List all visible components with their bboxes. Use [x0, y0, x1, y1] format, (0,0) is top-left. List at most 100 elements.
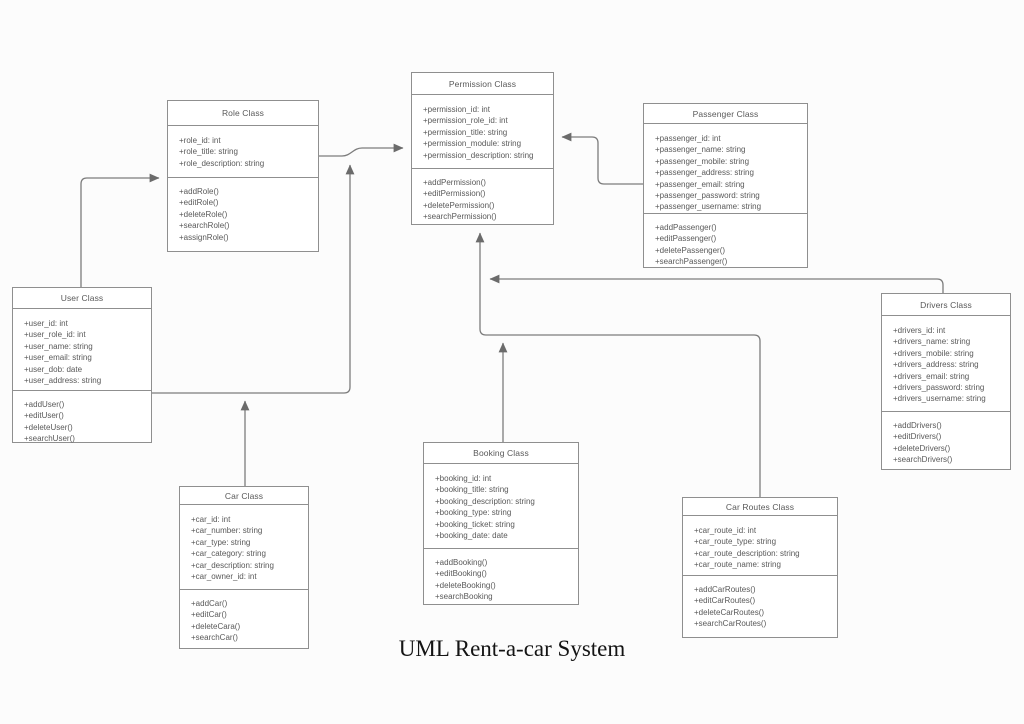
member-line: +editPassenger(): [655, 234, 717, 244]
connector-user-role: [80, 173, 160, 287]
class-box-carroutes[interactable]: Car Routes Class +car_route_id: int+car_…: [682, 497, 838, 638]
class-methods: +addDrivers() +editDrivers()+deleteDriver…: [882, 412, 1010, 469]
class-box-passenger[interactable]: Passenger Class +passenger_id: int +passe…: [643, 103, 808, 268]
class-methods: +addPermission() +editPermission()+delete…: [412, 169, 553, 224]
member-line: +addDrivers(): [893, 421, 942, 430]
member-line: +searchCarRoutes(): [694, 619, 767, 629]
member-line: +passenger_email: string: [655, 179, 745, 189]
class-title: User Class: [13, 288, 151, 309]
class-box-booking[interactable]: Booking Class +booking_id: int+booking_t…: [423, 442, 579, 605]
member-line: +editPermission(): [423, 189, 486, 199]
class-title: Booking Class: [424, 443, 578, 464]
member-line: +booking_id: int: [435, 474, 492, 483]
member-line: +deleteRole(): [179, 209, 228, 219]
member-line: +user_email: string: [24, 353, 92, 363]
class-methods: +addUser()+editUser()+deleteUser()+searc…: [13, 391, 151, 445]
class-title: Role Class: [168, 101, 318, 126]
member-line: +car_description: string: [191, 560, 274, 570]
class-attributes: +booking_id: int+booking_title: string+b…: [424, 464, 578, 549]
class-methods: +addRole()+editRole()+deleteRole()+searc…: [168, 178, 318, 251]
member-line: +passenger_address: string: [655, 168, 754, 178]
member-line: +assignRole(): [179, 232, 229, 242]
connector-passenger-permission: [561, 132, 643, 185]
class-attributes: +car_id: int +car_number: string+car_type…: [180, 505, 308, 590]
class-attributes: +car_route_id: int +car_route_type: strin…: [683, 516, 837, 576]
member-line: +booking_type: string: [435, 508, 512, 518]
member-line: +car_route_id: int: [694, 526, 757, 535]
member-line: +car_route_type: string: [694, 537, 777, 547]
class-attributes: +permission_id: int+permission_role_id: …: [412, 95, 553, 169]
member-line: +searchCar(): [191, 633, 238, 643]
member-line: +user_dob: date: [24, 364, 83, 374]
member-line: +car_category: string: [191, 549, 266, 559]
class-title: Car Class: [180, 487, 308, 505]
member-line: +drivers_email: string: [893, 371, 970, 381]
member-line: +deleteBooking(): [435, 580, 496, 590]
member-line: +editRole(): [179, 198, 219, 208]
member-line: +deletePassenger(): [655, 245, 726, 255]
member-line: +passenger_name: string: [655, 145, 746, 155]
member-line: +editDrivers(): [893, 432, 942, 442]
class-box-car[interactable]: Car Class +car_id: int +car_number: strin…: [179, 486, 309, 649]
member-line: +permission_module: string: [423, 139, 522, 149]
class-attributes: +drivers_id: int+drivers_name: string+dr…: [882, 316, 1010, 412]
class-title: Permission Class: [412, 73, 553, 95]
member-line: +searchBooking: [435, 592, 493, 602]
member-line: +editUser(): [24, 411, 64, 421]
member-line: +permission_description: string: [423, 150, 534, 160]
member-line: +editBooking(): [435, 569, 487, 579]
class-methods: +addPassenger() +editPassenger()+deletePa…: [644, 214, 807, 268]
member-line: +permission_title: string: [423, 127, 508, 137]
member-line: +booking_description: string: [435, 496, 535, 506]
class-title: Drivers Class: [882, 294, 1010, 316]
member-line: +searchPermission(): [423, 212, 497, 222]
member-line: +user_address: string: [24, 376, 102, 386]
member-line: +passenger_username: string: [655, 202, 762, 212]
member-line: +addCar(): [191, 599, 228, 608]
member-line: +editCar(): [191, 610, 227, 620]
class-box-role[interactable]: Role Class +role_id: int +role_title: str…: [167, 100, 319, 252]
member-line: +drivers_id: int: [893, 326, 946, 335]
member-line: +deleteDrivers(): [893, 443, 951, 453]
member-line: +car_route_description: string: [694, 548, 800, 558]
member-line: +user_id: int: [24, 319, 68, 328]
class-title: Passenger Class: [644, 104, 807, 124]
member-line: +drivers_password: string: [893, 383, 985, 393]
class-box-permission[interactable]: Permission Class +permission_id: int+per…: [411, 72, 554, 225]
member-line: +deleteCara(): [191, 621, 241, 631]
member-line: +role_description: string: [179, 158, 265, 168]
member-line: +booking_date: date: [435, 531, 508, 541]
member-line: +role_id: int: [179, 136, 221, 145]
member-line: +passenger_password: string: [655, 191, 760, 201]
class-box-drivers[interactable]: Drivers Class +drivers_id: int+drivers_n…: [881, 293, 1011, 470]
member-line: +addRole(): [179, 187, 219, 196]
member-line: +car_number: string: [191, 526, 263, 536]
member-line: +addCarRoutes(): [694, 585, 756, 594]
member-line: +passenger_mobile: string: [655, 156, 750, 166]
member-line: +car_route_name: string: [694, 560, 781, 570]
class-box-user[interactable]: User Class +user_id: int +user_role_id: i…: [12, 287, 152, 443]
class-methods: +addBooking()+editBooking()+deleteBookin…: [424, 549, 578, 604]
member-line: +drivers_username: string: [893, 394, 986, 404]
member-line: +role_title: string: [179, 147, 238, 157]
member-line: +editCarRoutes(): [694, 596, 756, 606]
member-line: +addPermission(): [423, 178, 486, 187]
member-line: +drivers_address: string: [893, 360, 979, 370]
member-line: +car_id: int: [191, 515, 231, 524]
member-line: +deleteCarRoutes(): [694, 607, 765, 617]
class-attributes: +user_id: int +user_role_id: int+user_nam…: [13, 309, 151, 391]
diagram-caption: UML Rent-a-car System: [398, 636, 626, 661]
class-methods: +addCarRoutes() +editCarRoutes()+deleteCa…: [683, 576, 837, 637]
class-methods: +addCar() +editCar()+deleteCara() +searchC…: [180, 590, 308, 648]
member-line: +car_type: string: [191, 537, 251, 547]
member-line: +deletePermission(): [423, 200, 495, 210]
member-line: +user_role_id: int: [24, 330, 86, 340]
member-line: +permission_role_id: int: [423, 116, 508, 126]
connector-role-permission: [318, 143, 404, 157]
member-line: +passenger_id: int: [655, 134, 721, 143]
member-line: +drivers_mobile: string: [893, 348, 974, 358]
member-line: +booking_ticket: string: [435, 519, 515, 529]
member-line: +user_name: string: [24, 341, 93, 351]
member-line: +addPassenger(): [655, 223, 717, 232]
